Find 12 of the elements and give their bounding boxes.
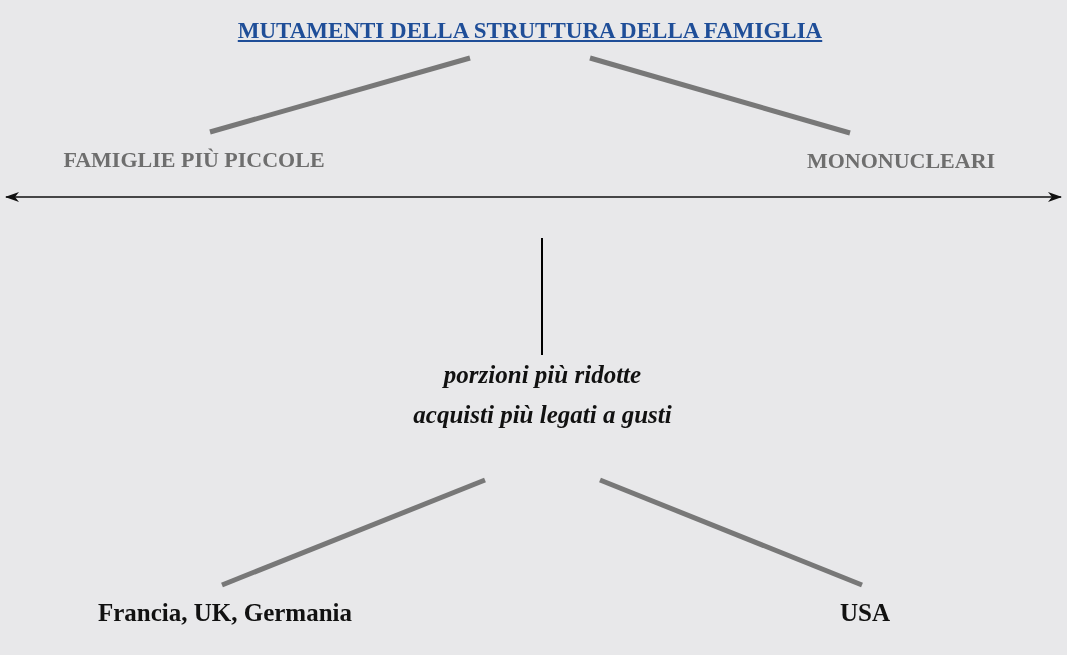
title-text: MUTAMENTI DELLA STRUTTURA DELLA FAMIGLIA	[237, 17, 823, 45]
connector-line	[209, 55, 471, 135]
effect-text: acquisti più legati a gusti	[413, 400, 672, 430]
country-label: USA	[840, 598, 890, 628]
category-label: FAMIGLIE PIÙ PICCOLE	[63, 146, 325, 174]
connector-line	[589, 55, 851, 136]
category-label: MONONUCLEARI	[806, 147, 996, 175]
effect-text: porzioni più ridotte	[443, 360, 642, 390]
connector-line	[221, 477, 486, 588]
connector-line	[541, 237, 543, 356]
country-label: Francia, UK, Germania	[97, 598, 353, 628]
connector-line	[599, 477, 863, 588]
